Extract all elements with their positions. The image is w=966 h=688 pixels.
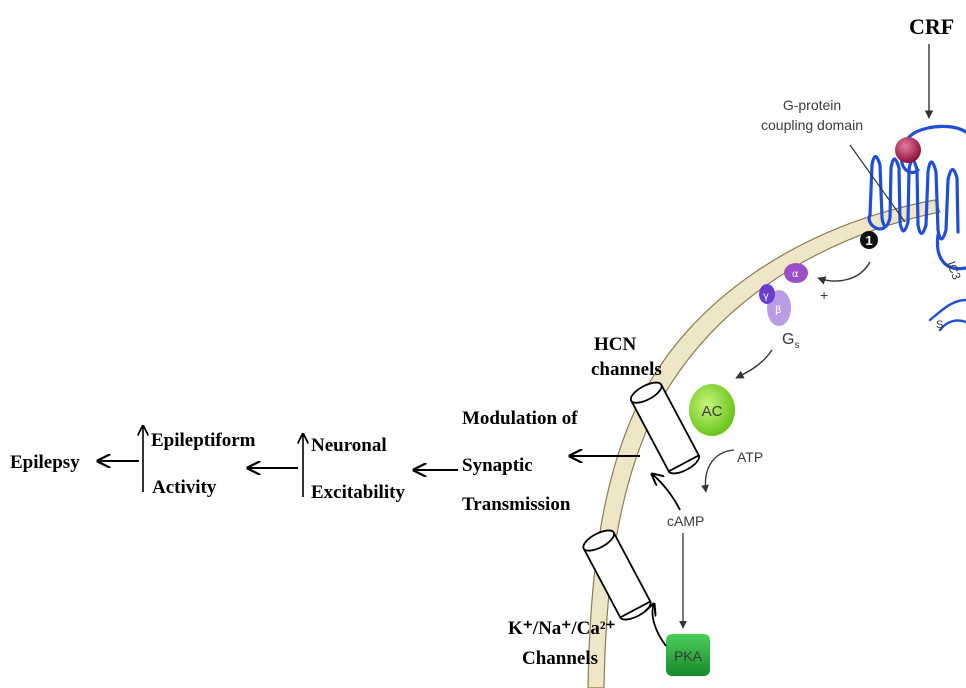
k-na-ca-label-line1: K⁺/Na⁺/Ca²⁺: [508, 618, 616, 639]
atp-to-camp-arrow: [701, 449, 735, 493]
neuronal-label-line2: Excitability: [311, 482, 405, 503]
gs-label: Gs: [782, 331, 799, 351]
k-na-ca-channel: [582, 529, 652, 621]
atp-label: ATP: [737, 449, 763, 465]
epileptiform-label-line1: Epileptiform: [151, 430, 256, 451]
gamma-label: γ: [763, 291, 769, 302]
alpha-subunit: [784, 263, 808, 283]
gs-to-ac-arrow: [735, 349, 773, 379]
crf-ligand: [895, 137, 921, 163]
adenylyl-cyclase: [689, 384, 735, 436]
modulation-label-line2: Synaptic: [462, 455, 533, 476]
crf-label: CRF: [909, 14, 954, 39]
pka-box: [666, 634, 710, 676]
disulfide-s-label: S: [936, 319, 943, 331]
step-one-number: 1: [865, 233, 872, 248]
gs-protein: [759, 263, 808, 326]
g-protein-pointer: [849, 144, 906, 223]
receptor-to-gprotein-arrow: [817, 261, 871, 285]
pka-label: PKA: [674, 648, 703, 664]
cell-membrane: [587, 199, 941, 688]
g-protein-label-line2: coupling domain: [761, 117, 863, 133]
camp-label: cAMP: [667, 513, 704, 529]
alpha-label: α: [792, 269, 799, 280]
camp-to-hcn-arrow: [652, 474, 681, 511]
step-one-marker: [860, 231, 878, 249]
k-na-ca-label-line2: Channels: [522, 648, 598, 669]
hcn-label-line2: channels: [591, 359, 662, 380]
ac-label: AC: [702, 403, 723, 420]
epilepsy-label: Epilepsy: [10, 452, 80, 473]
hcn-channel: [629, 381, 701, 475]
epileptiform-label-line2: Activity: [152, 477, 217, 498]
hcn-label-line1: HCN: [594, 334, 637, 355]
plus-sign: +: [820, 287, 828, 303]
gamma-subunit: [759, 284, 775, 304]
modulation-label-line1: Modulation of: [462, 408, 578, 429]
beta-label: β: [775, 305, 781, 316]
neuronal-label-line1: Neuronal: [311, 435, 387, 456]
g-protein-label-line1: G-protein: [783, 97, 841, 113]
pka-to-channel-arrow: [653, 604, 667, 647]
ic3-label: IC3: [944, 259, 964, 282]
modulation-label-line3: Transmission: [462, 494, 571, 515]
